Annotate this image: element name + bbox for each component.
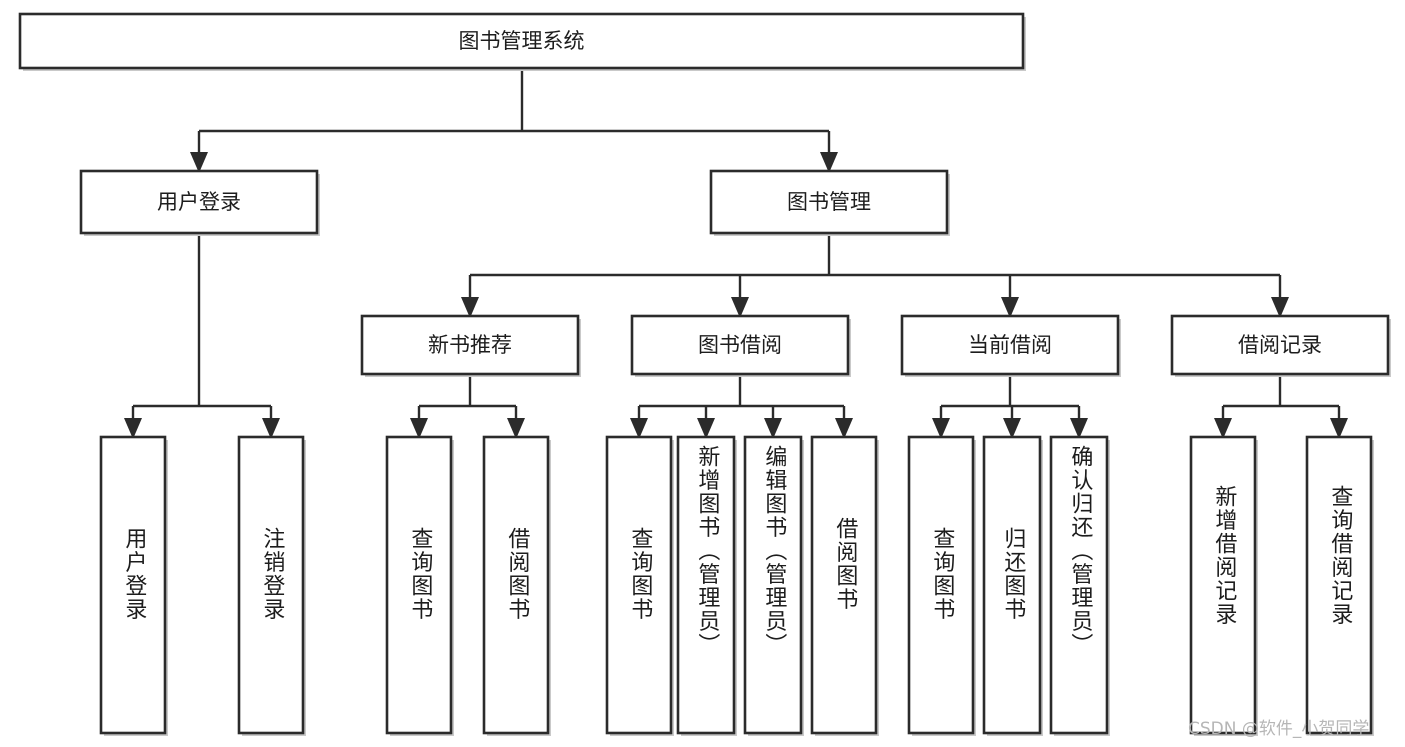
arrow-head [461, 297, 479, 318]
node-box [1170, 314, 1390, 376]
connector-login-to-leaves [131, 233, 273, 418]
arrow-head [1070, 418, 1088, 439]
arrow-head [190, 152, 208, 173]
connector-recommend-to-leaves [417, 374, 518, 418]
node-box [1189, 435, 1257, 735]
node-book-manage[interactable]: 图书管理 [709, 169, 950, 236]
connectors-layer [124, 68, 1348, 439]
arrow-head [124, 418, 142, 439]
arrow-head [932, 418, 950, 439]
node-box [18, 12, 1025, 70]
node-leaf-borrow-book-rec[interactable] [482, 435, 551, 736]
node-leaf-borrow-book[interactable] [810, 435, 879, 736]
arrow-head [697, 418, 715, 439]
arrow-head [630, 418, 648, 439]
node-box [237, 435, 305, 735]
node-label: 借阅记录 [1238, 333, 1322, 357]
connector-current-to-leaves [939, 374, 1081, 418]
node-box [482, 435, 550, 735]
node-leaf-query-book-rec[interactable] [385, 435, 454, 736]
node-box [810, 435, 878, 735]
node-label: 图书管理系统 [459, 29, 585, 53]
node-borrow-record[interactable]: 借阅记录 [1170, 314, 1391, 377]
arrow-head [262, 418, 280, 439]
node-leaf-user-login[interactable] [99, 435, 168, 736]
node-box [709, 169, 949, 235]
node-box [605, 435, 673, 735]
node-leaf-add-record[interactable] [1189, 435, 1258, 736]
node-box [1049, 435, 1109, 735]
node-box [99, 435, 167, 735]
node-leaf-query-record[interactable] [1305, 435, 1374, 736]
arrow-head [1271, 297, 1289, 318]
node-label: 当前借阅 [968, 333, 1052, 357]
node-leaf-edit-book[interactable] [743, 435, 804, 736]
arrow-head [1001, 297, 1019, 318]
node-box [676, 435, 736, 735]
node-leaf-query-book-cur[interactable] [907, 435, 976, 736]
node-leaf-query-book-borrow[interactable] [605, 435, 674, 736]
connector-borrow-to-leaves [637, 374, 846, 418]
node-new-book-recommend[interactable]: 新书推荐 [360, 314, 581, 377]
arrow-head [1214, 418, 1232, 439]
node-root[interactable]: 图书管理系统 [18, 12, 1026, 71]
node-current-borrow[interactable]: 当前借阅 [900, 314, 1121, 377]
arrow-head [731, 297, 749, 318]
connector-root-to-level2 [197, 68, 831, 152]
node-box [907, 435, 975, 735]
node-leaf-confirm-return[interactable] [1049, 435, 1110, 736]
node-book-borrow[interactable]: 图书借阅 [630, 314, 851, 377]
node-leaf-logout[interactable] [237, 435, 306, 736]
node-box [900, 314, 1120, 376]
node-box [630, 314, 850, 376]
connector-manage-to-level3 [468, 233, 1282, 297]
node-box [385, 435, 453, 735]
node-box [982, 435, 1042, 735]
node-label: 新书推荐 [428, 333, 512, 357]
node-label: 图书借阅 [698, 333, 782, 357]
node-box [79, 169, 319, 235]
node-leaf-add-book[interactable] [676, 435, 737, 736]
connector-record-to-leaves [1221, 374, 1341, 418]
arrow-head [835, 418, 853, 439]
arrow-head [1330, 418, 1348, 439]
arrow-head [507, 418, 525, 439]
node-box [1305, 435, 1373, 735]
arrow-head [410, 418, 428, 439]
node-label: 用户登录 [157, 190, 241, 214]
node-box [360, 314, 580, 376]
node-user-login[interactable]: 用户登录 [79, 169, 320, 236]
node-label: 图书管理 [787, 190, 871, 214]
arrow-head [764, 418, 782, 439]
node-leaf-return-book[interactable] [982, 435, 1043, 736]
arrow-head [1003, 418, 1021, 439]
node-box [743, 435, 803, 735]
arrow-head [820, 152, 838, 173]
